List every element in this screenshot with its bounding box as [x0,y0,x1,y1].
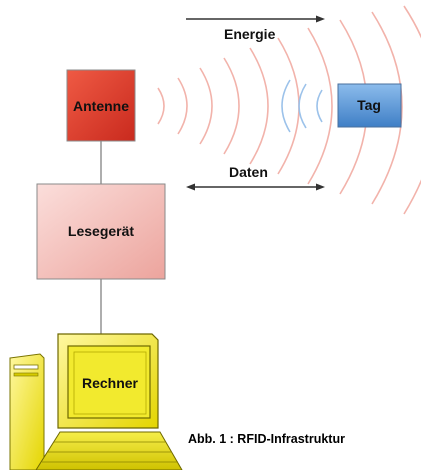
computer-monitor: Rechner [57,333,159,429]
signal-wave-icon [298,83,307,129]
arrow-both-icon [186,183,325,191]
signal-wave-icon [157,87,165,125]
computer-node: Rechner [9,333,183,470]
energy-arrow [186,15,325,23]
signal-wave-icon [371,11,403,205]
signal-wave-icon [199,67,213,145]
data-label: Daten [229,164,268,180]
computer-keyboard [35,431,183,470]
antenna-node: Antenne [66,69,136,142]
energy-label: Energie [224,26,276,42]
computer-tower [9,353,45,470]
monitor-screen [67,345,151,419]
signal-wave-icon [249,47,269,165]
arrow-right-icon [316,15,325,23]
tag-node: Tag [337,83,402,128]
tag-label: Tag [357,97,381,113]
antenna-label: Antenne [73,98,129,114]
signal-wave-icon [316,89,323,123]
signal-wave-icon [281,79,291,133]
computer-label: Rechner [82,375,139,391]
data-arrow [186,183,325,191]
signal-wave-icon [223,57,240,155]
signal-wave-icon [277,37,300,175]
tag-waves [281,79,323,133]
signal-wave-icon [403,5,421,215]
tag-box [337,83,402,128]
antenna-box [66,69,136,142]
reader-node: Lesegerät [36,183,166,280]
figure-caption: Abb. 1 : RFID-Infrastruktur [188,432,345,446]
signal-wave-icon [177,77,188,135]
reader-box [36,183,166,280]
signal-wave-icon [307,27,333,185]
reader-label: Lesegerät [68,223,134,239]
